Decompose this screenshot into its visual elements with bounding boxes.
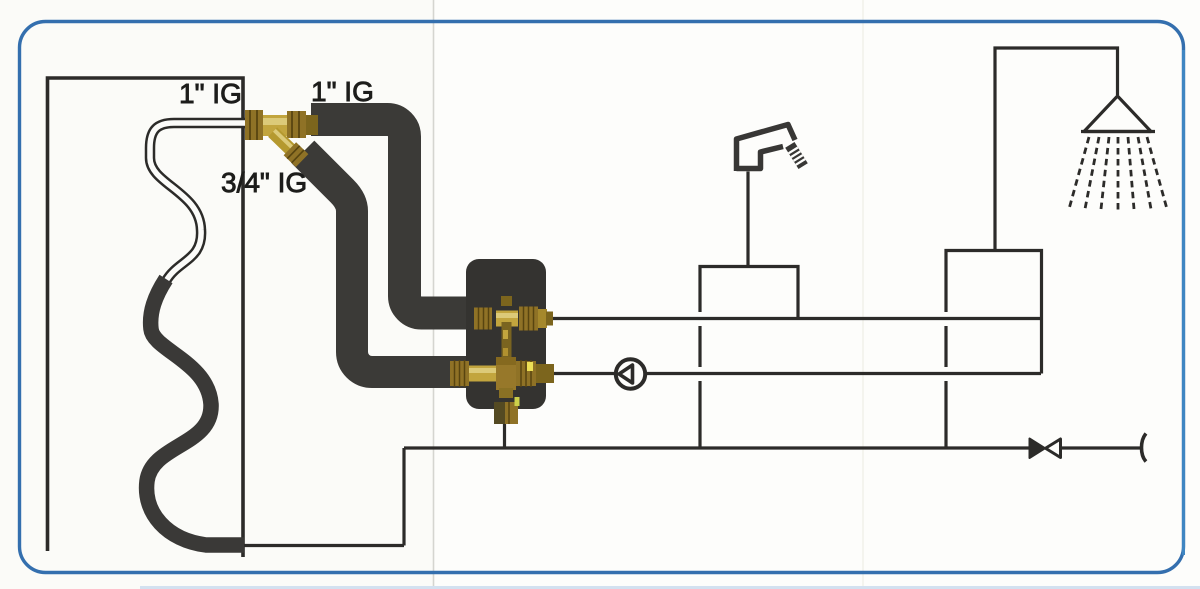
svg-text:3/4" IG: 3/4" IG (221, 167, 307, 198)
svg-text:1" IG: 1" IG (179, 78, 242, 109)
svg-text:1" IG: 1" IG (311, 76, 374, 107)
